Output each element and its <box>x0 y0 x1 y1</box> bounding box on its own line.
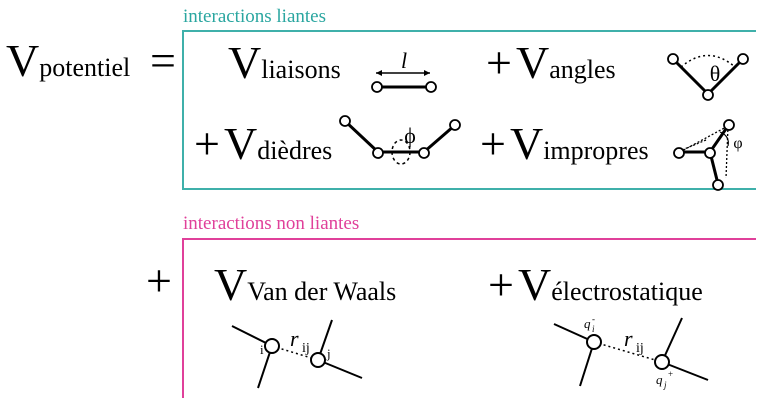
plus-sign: + <box>480 118 506 169</box>
electrostatic-icon: r ij q i - q j + <box>553 314 709 390</box>
plus-sign: + <box>488 259 514 310</box>
bond-length-param: l <box>401 48 407 73</box>
vdw-term: VVan der Waals <box>214 262 396 308</box>
bond-symbol: V <box>228 37 262 88</box>
plus-sign: + <box>194 118 220 169</box>
dihedral-subscript: dièdres <box>257 136 333 165</box>
improper-icon: φ <box>673 119 743 191</box>
potential-subscript: potentiel <box>39 53 131 82</box>
charge-i-sign: - <box>592 314 595 324</box>
charge-i-subscript: i <box>592 324 595 334</box>
charge-j-subscript: j <box>663 380 667 390</box>
angle-icon: θ <box>667 53 749 101</box>
bond-length-icon: l <box>371 48 437 93</box>
charge-i-label: q <box>584 316 591 331</box>
bond-term: Vliaisons <box>228 40 341 86</box>
vdw-symbol: V <box>214 259 248 310</box>
angle-param: θ <box>710 61 721 86</box>
potential-term: Vpotentiel <box>6 38 130 84</box>
bonded-interactions-box <box>182 30 756 190</box>
vdw-atom-i: i <box>260 342 264 357</box>
electrostatic-subscript: électrostatique <box>551 277 703 306</box>
vdw-distance-param: r <box>290 326 299 351</box>
dihedral-term: + Vdièdres <box>194 121 332 167</box>
dihedral-symbol: V <box>223 118 258 169</box>
angle-term: + Vangles <box>486 40 616 86</box>
improper-term: + Vimpropres <box>480 121 649 167</box>
elec-distance-subscript: ij <box>636 341 644 356</box>
bond-subscript: liaisons <box>261 55 341 84</box>
electrostatic-term: + Vélectrostatique <box>488 262 703 308</box>
equals-sign: = <box>150 35 176 86</box>
potential-symbol: V <box>6 35 40 86</box>
vdw-subscript: Van der Waals <box>247 277 397 306</box>
dihedral-icon: ϕ <box>339 115 461 165</box>
elec-distance-param: r <box>624 326 633 351</box>
plus-sign: + <box>486 37 512 88</box>
angle-subscript: angles <box>549 55 616 84</box>
improper-symbol: V <box>509 118 544 169</box>
charge-j-sign: + <box>668 369 673 379</box>
vdw-atom-j: j <box>326 346 331 361</box>
dihedral-param: ϕ <box>404 123 416 148</box>
vdw-icon: r ij i j <box>231 319 363 389</box>
angle-symbol: V <box>515 37 550 88</box>
nonbonded-interactions-label: interactions non liantes <box>183 213 360 234</box>
plus-nonbonded: + <box>146 255 172 306</box>
improper-subscript: impropres <box>543 136 649 165</box>
nonbonded-interactions-box <box>182 238 756 398</box>
electrostatic-symbol: V <box>517 259 552 310</box>
bonded-interactions-label: interactions liantes <box>183 6 326 27</box>
vdw-distance-subscript: ij <box>302 341 310 356</box>
charge-j-label: q <box>656 372 663 387</box>
improper-param: φ <box>733 135 742 152</box>
